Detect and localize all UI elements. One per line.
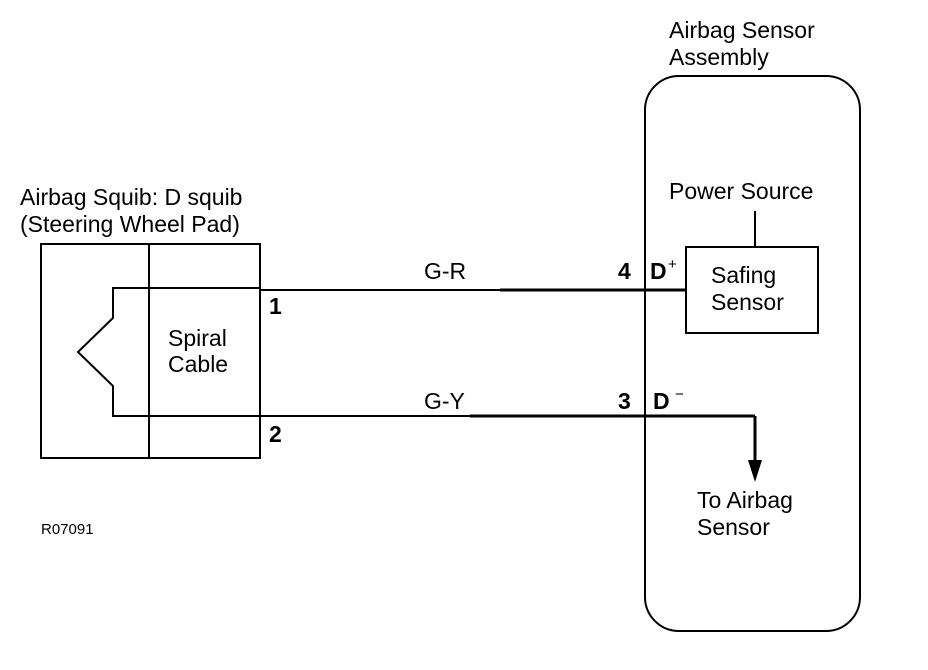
squib-title-line2: (Steering Wheel Pad) (20, 211, 240, 237)
squib-outer-box (40, 243, 261, 459)
assembly-title-line2: Assembly (669, 44, 769, 70)
power-source-label: Power Source (669, 178, 813, 204)
sensor-pin-4: 4 (618, 258, 631, 284)
terminal-d-minus-sign: − (675, 386, 684, 403)
squib-pin-2: 2 (269, 421, 282, 447)
down-arrow-icon (748, 460, 762, 482)
safing-sensor-line2: Sensor (711, 289, 784, 315)
squib-title-line1: Airbag Squib: D squib (20, 184, 242, 210)
sensor-pin-3: 3 (618, 388, 631, 414)
sensor-assembly-box (644, 75, 861, 632)
terminal-d-plus: D (650, 258, 667, 284)
terminal-d-minus: D (653, 388, 670, 414)
to-airbag-sensor-line2: Sensor (697, 514, 770, 540)
figure-code: R07091 (41, 521, 94, 538)
squib-pin-1: 1 (269, 293, 282, 319)
wire-upper-color: G-R (424, 258, 466, 284)
spiral-cable-line1: Spiral (168, 325, 227, 351)
to-airbag-sensor-line1: To Airbag (697, 487, 793, 513)
squib-element (76, 287, 260, 417)
terminal-d-plus-sign: + (668, 256, 677, 273)
safing-sensor-line1: Safing (711, 262, 776, 288)
spiral-cable-line2: Cable (168, 351, 228, 377)
wire-lower-color: G-Y (424, 388, 465, 414)
assembly-title-line1: Airbag Sensor (669, 17, 815, 43)
